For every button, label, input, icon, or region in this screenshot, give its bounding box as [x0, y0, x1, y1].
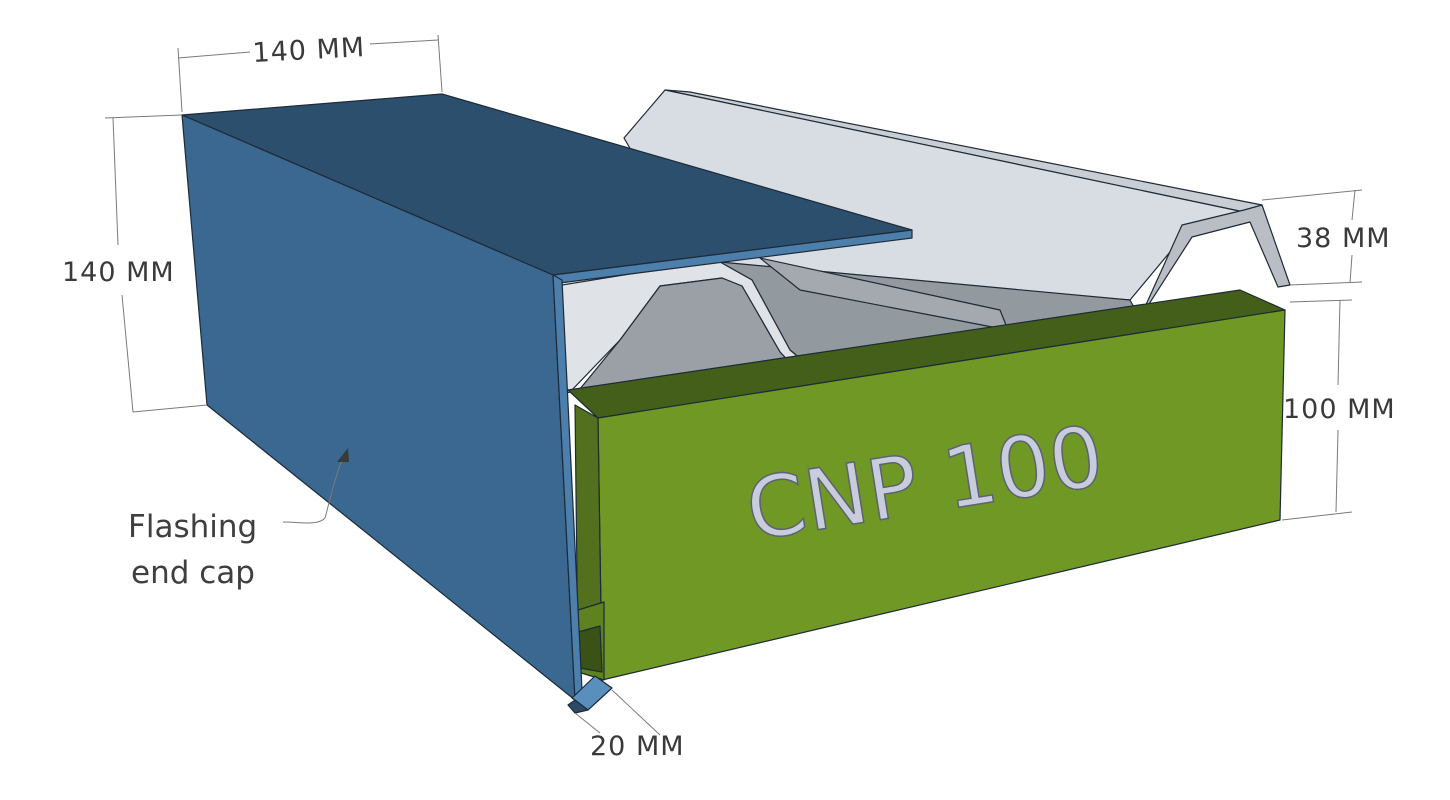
dimension-labels: 140 MM 140 MM 38 MM 100 MM 20 MM	[62, 32, 1396, 762]
dim-cap-width: 140 MM	[252, 32, 366, 69]
callout-line-1: Flashing	[128, 509, 257, 545]
dim-lip: 20 MM	[590, 731, 685, 762]
cnp-channel: CNP 100	[567, 289, 1286, 681]
dimension-lines	[104, 34, 1363, 736]
callout-arrowhead	[337, 448, 349, 462]
callout: Flashing end cap	[128, 509, 257, 591]
dim-channel-height: 100 MM	[1283, 394, 1396, 425]
flashing-end-cap	[181, 93, 913, 714]
dim-cap-height: 140 MM	[62, 257, 175, 288]
channel-inner-shadow	[577, 625, 603, 673]
callout-leader	[282, 455, 345, 524]
callout-line-2: end cap	[131, 555, 255, 591]
roof-sheet-end-profile	[1139, 204, 1291, 319]
dim-sheet-height: 38 MM	[1296, 223, 1391, 254]
